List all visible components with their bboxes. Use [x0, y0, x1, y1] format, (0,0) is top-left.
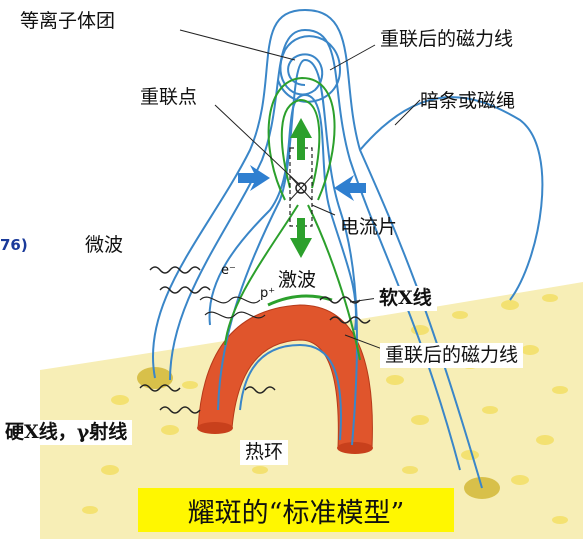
label-hard-xray: 硬X线，γ射线	[0, 420, 133, 445]
diagram-caption: 耀斑的“标准模型”	[138, 488, 454, 532]
label-side-mark: 76)	[0, 236, 28, 254]
label-filament: 暗条或磁绳	[420, 90, 516, 112]
hot-loop-foot-left	[197, 422, 233, 434]
microwave-squiggles	[139, 266, 371, 414]
inner-field-lines	[224, 76, 361, 361]
label-plasmoid: 等离子体团	[20, 10, 116, 32]
shock-arc	[267, 294, 333, 307]
hot-loop-foot-right	[337, 442, 373, 454]
label-electron: e⁻	[221, 263, 236, 278]
label-reconnected-bottom: 重联后的磁力线	[380, 343, 524, 368]
x-line-b	[289, 175, 313, 201]
label-reconnected-top: 重联后的磁力线	[380, 28, 514, 50]
label-microwave: 微波	[85, 234, 124, 256]
label-reconnection-point: 重联点	[140, 86, 198, 108]
plasmoid-spiral	[277, 35, 342, 103]
x-point-marker	[295, 182, 307, 194]
particle-coil	[199, 296, 266, 319]
label-proton: p⁺	[260, 286, 276, 301]
label-soft-xray: 软X线	[374, 286, 437, 311]
inflow-arrows	[238, 165, 366, 201]
pointer-lines	[179, 29, 421, 351]
label-shock: 激波	[278, 269, 317, 291]
hot-loop	[197, 304, 373, 449]
outflow-arrows	[290, 118, 312, 258]
label-current-sheet: 电流片	[340, 216, 398, 238]
label-hot-loop: 热环	[240, 440, 289, 465]
